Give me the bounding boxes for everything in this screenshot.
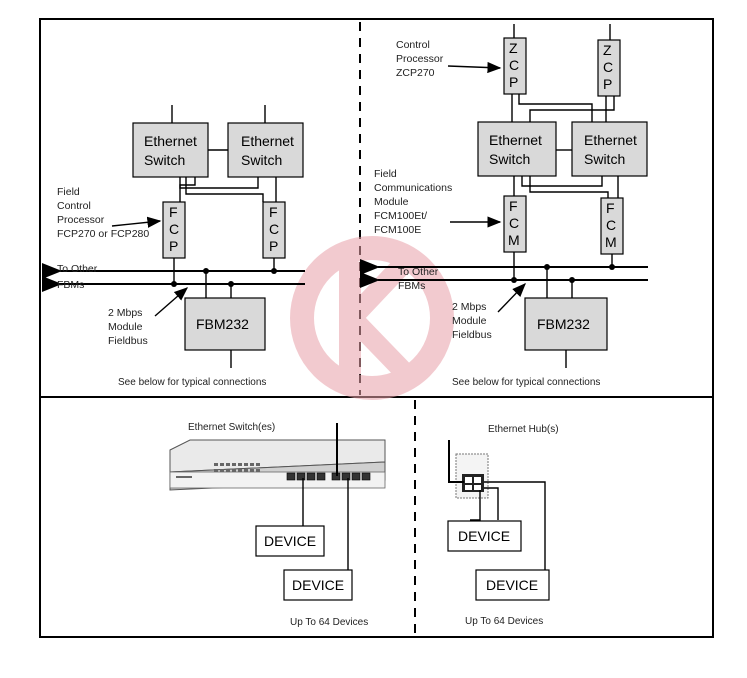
fcm-label: FCM100E [374,224,421,236]
fcm-letter: M [605,234,617,250]
device-label: DEVICE [292,577,344,593]
device-box-2 [475,569,550,601]
fcm-module-1 [503,195,527,253]
device-label: DEVICE [264,533,316,549]
fcp-letter: P [169,238,178,254]
fcm-letter: F [509,198,518,214]
fcm-letter: F [606,200,615,216]
device-label: DEVICE [486,577,538,593]
zcp-module-2 [597,39,621,97]
to-other-fbms: To Other [398,266,439,278]
ethernet-switch-1 [132,122,209,178]
fcp-letter: P [269,238,278,254]
switch-label-line2: Switch [241,152,282,168]
fcm-label: Communications [374,182,452,194]
zcp-module-1 [503,37,527,95]
switches-title: Ethernet Switch(es) [188,422,275,433]
device-label: DEVICE [458,528,510,544]
see-below-note: See below for typical connections [118,377,266,388]
zcp-letter: Z [509,40,518,56]
zcp-label: ZCP270 [396,67,435,79]
zcp-letter: P [509,74,518,90]
switch-label-line2: Switch [144,152,185,168]
device-box-1 [255,525,325,557]
zcp-label: Processor [396,53,444,65]
outer-frame [39,18,714,638]
fcp-letter: C [269,221,279,237]
right-bottom-section: Ethernet Hub(s) DEVICE DEVICE Up To 64 D… [447,424,559,627]
zcp-letter: Z [603,42,612,58]
bus-label: 2 Mbps [108,307,142,319]
fcp-label: Control [57,200,91,212]
fcm-label: Module [374,196,409,208]
bus-label: Fieldbus [452,329,492,341]
to-other-fbms: To Other [57,263,98,275]
bus-label: 2 Mbps [452,301,486,313]
switch-label-line2: Switch [584,151,625,167]
fcm-letter: C [606,217,616,233]
fcp-label: Processor [57,214,105,226]
right-top-section: Z C P Z C P Control Processor ZCP270 Eth… [360,24,648,388]
bus-label: Module [452,315,487,327]
hubs-title: Ethernet Hub(s) [488,424,559,435]
switch-label-line1: Ethernet [584,132,637,148]
ethernet-hub-icon [455,453,489,499]
switch-label-line1: Ethernet [144,133,197,149]
fcm-letter: M [508,232,520,248]
uplink-cable [448,440,464,483]
fbm232-box [184,297,266,351]
device-box-1 [447,520,522,552]
fbm232-label: FBM232 [196,316,249,332]
zcp-label: Control [396,39,430,51]
switch-label-line1: Ethernet [241,133,294,149]
to-other-fbms: FBMs [57,279,84,291]
devices-footer: Up To 64 Devices [290,617,368,628]
fcp-letter: F [169,204,178,220]
left-bottom-section: Ethernet Switch(es) [169,422,386,628]
fcp-label: FCP270 or FCP280 [57,228,149,240]
fcm-label: Field [374,168,397,180]
device-box-2 [283,569,353,601]
fbm232-box [524,297,608,351]
fcp-letter: F [269,204,278,220]
zcp-letter: C [603,59,613,75]
fcm-label: FCM100Et/ [374,210,427,222]
to-other-fbms: FBMs [398,280,425,292]
devices-footer: Up To 64 Devices [465,616,543,627]
bus-label: Module [108,321,143,333]
ethernet-switch-4 [571,121,648,177]
ethernet-switch-icon [169,439,386,491]
fcp-label: Field [57,186,80,198]
switch-label-line1: Ethernet [489,132,542,148]
zcp-letter: C [509,57,519,73]
bus-label: Fieldbus [108,335,148,347]
ethernet-switch-2 [227,122,304,178]
fcm-letter: C [509,215,519,231]
switch-label-line2: Switch [489,151,530,167]
fbm232-label: FBM232 [537,316,590,332]
fcp-letter: C [169,221,179,237]
see-below-note: See below for typical connections [452,377,600,388]
ethernet-switch-3 [477,121,557,177]
left-top-section: Ethernet Switch Ethernet Switch F C P F … [42,105,305,388]
zcp-letter: P [603,76,612,92]
watermark-logo [290,236,454,400]
